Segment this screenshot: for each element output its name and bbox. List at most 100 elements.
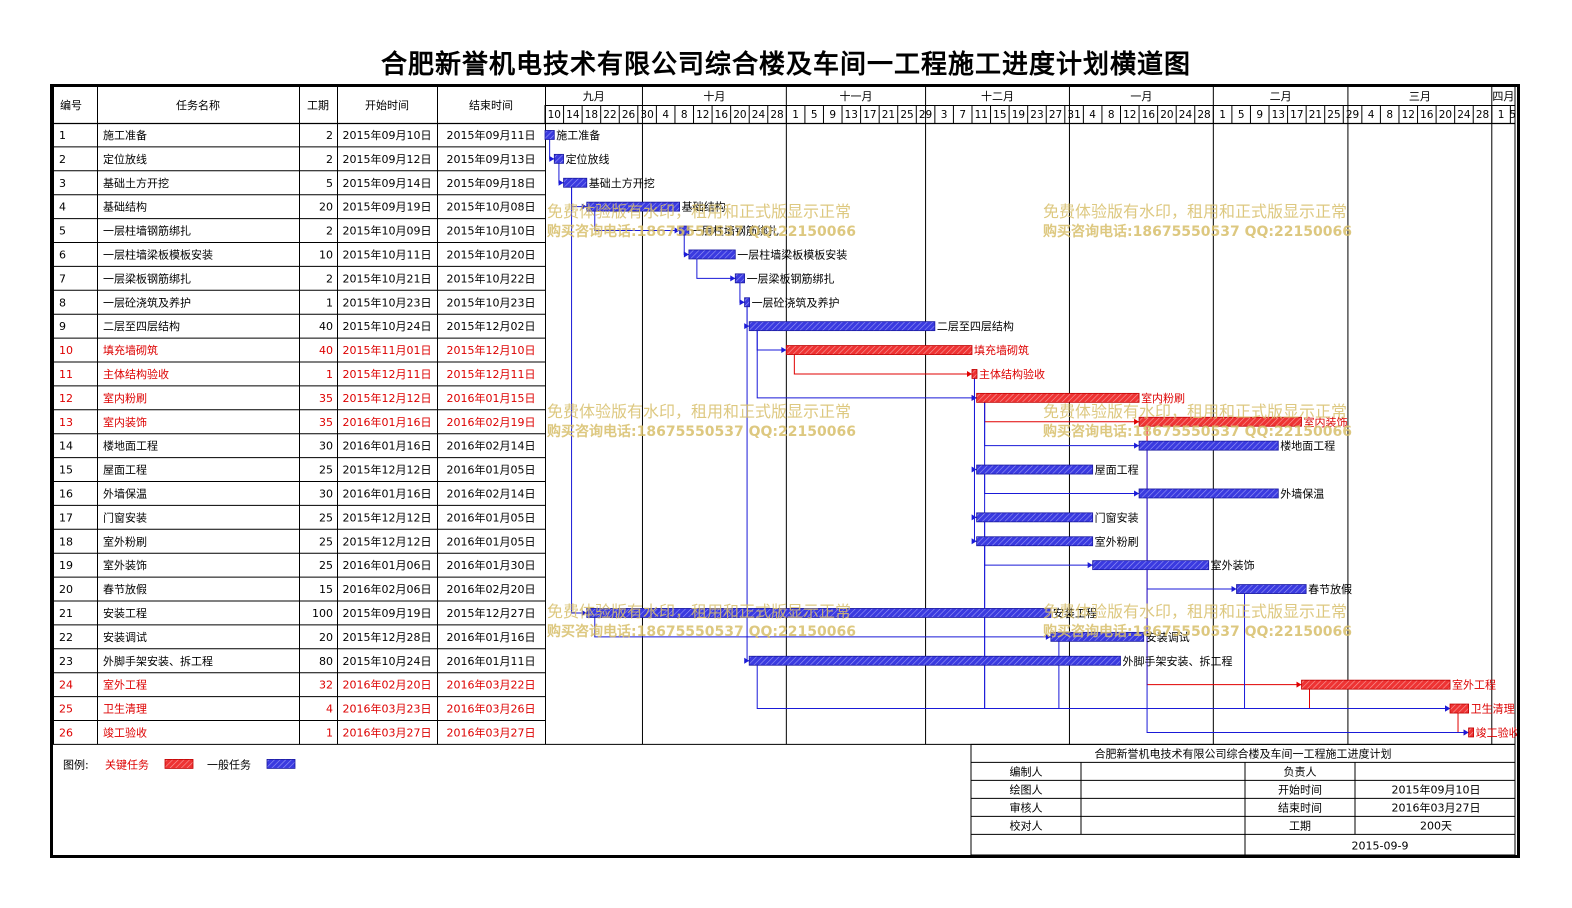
day-tick-label: 24 xyxy=(1179,109,1193,121)
day-tick-label: 11 xyxy=(975,109,988,121)
task-bar xyxy=(748,321,936,332)
day-tick-label: 15 xyxy=(993,109,1006,121)
task-bar-label: 外脚手架安装、拆工程 xyxy=(1123,654,1233,668)
day-tick-label: 16 xyxy=(1142,109,1156,121)
task-name: 春节放假 xyxy=(103,582,147,596)
task-name: 室外粉刷 xyxy=(103,534,147,548)
task-duration: 25 xyxy=(319,535,333,548)
header-start: 开始时间 xyxy=(365,98,409,112)
month-label: 十一月 xyxy=(839,89,872,103)
task-bar-label: 室内粉刷 xyxy=(1141,391,1185,405)
task-bar-label: 填充墙砌筑 xyxy=(974,343,1029,357)
task-bar-label: 外墙保温 xyxy=(1280,486,1324,500)
task-name: 室外工程 xyxy=(103,678,147,692)
task-id: 18 xyxy=(59,535,73,548)
watermark-line: 免费体验版有水印，租用和正式版显示正常 xyxy=(1043,202,1347,221)
day-tick-label: 10 xyxy=(548,109,561,121)
task-id: 8 xyxy=(59,296,66,309)
month-label: 十二月 xyxy=(981,89,1014,103)
task-bar-label: 一层梁板钢筋绑扎 xyxy=(747,271,835,285)
info-label-left: 审核人 xyxy=(1010,800,1043,814)
dependency-arrow xyxy=(549,155,555,162)
dependency-arrow xyxy=(966,370,972,377)
day-tick-label: 16 xyxy=(715,109,729,121)
watermark-line: 购买咨询电话:18675550537 QQ:22150066 xyxy=(547,223,856,240)
task-id: 5 xyxy=(59,225,66,238)
dependency-arrow xyxy=(1134,490,1140,497)
task-bar-label: 一层砼浇筑及养护 xyxy=(752,295,840,309)
task-bar-label: 安装工程 xyxy=(1053,606,1097,620)
dependency-arrow xyxy=(1087,562,1093,569)
dependency-arrow xyxy=(1463,729,1469,736)
task-end: 2016年03月22日 xyxy=(447,678,536,692)
task-id: 20 xyxy=(59,583,73,596)
task-end: 2016年01月11日 xyxy=(447,654,536,668)
task-duration: 25 xyxy=(319,559,333,572)
task-bar-label: 室内装饰 xyxy=(1304,415,1348,429)
task-end: 2015年10月20日 xyxy=(447,247,536,261)
task-duration: 40 xyxy=(319,344,333,357)
dependency-link xyxy=(594,211,680,232)
task-bar xyxy=(976,392,1140,403)
task-start: 2015年10月24日 xyxy=(343,654,432,668)
day-tick-label: 8 xyxy=(1108,109,1115,121)
info-value-right: 2015年09月10日 xyxy=(1392,782,1481,796)
dependency-link xyxy=(1309,689,1451,710)
dependency-link xyxy=(756,330,977,399)
task-name: 室内粉刷 xyxy=(103,391,147,405)
task-id: 25 xyxy=(59,703,73,716)
dependency-arrow xyxy=(581,609,587,616)
dependency-link xyxy=(571,187,587,614)
task-id: 21 xyxy=(59,607,73,620)
task-bar-label: 二层至四层结构 xyxy=(937,319,1014,333)
day-tick-label: 29 xyxy=(919,109,932,121)
dependency-arrow xyxy=(581,203,587,210)
legend-layer: 图例:关键任务一般任务 xyxy=(63,757,296,771)
task-start: 2016年02月20日 xyxy=(343,678,432,692)
watermark-line: 购买咨询电话:18675550537 QQ:22150066 xyxy=(1043,423,1352,440)
task-end: 2016年01月05日 xyxy=(447,463,536,477)
task-end: 2016年03月27日 xyxy=(447,725,536,739)
day-tick-label: 31 xyxy=(1067,109,1080,121)
task-bar xyxy=(553,153,564,164)
day-tick-label: 23 xyxy=(1030,109,1043,121)
task-duration: 5 xyxy=(326,177,333,190)
info-label-right: 开始时间 xyxy=(1278,782,1322,796)
day-tick-label: 9 xyxy=(829,109,836,121)
task-id: 10 xyxy=(59,344,73,357)
task-bar xyxy=(1301,679,1451,690)
task-name: 定位放线 xyxy=(103,152,147,166)
info-label-left: 绘图人 xyxy=(1010,782,1043,796)
task-name: 一层柱墙钢筋绑扎 xyxy=(103,224,191,238)
month-label: 二月 xyxy=(1270,90,1292,103)
task-name: 室外装饰 xyxy=(103,558,147,572)
info-label-right: 负责人 xyxy=(1284,764,1317,778)
dependency-link xyxy=(1058,641,1451,710)
dependency-links-layer xyxy=(549,139,1469,736)
dependency-link xyxy=(984,545,1093,566)
task-bar xyxy=(1138,440,1279,451)
task-start: 2015年12月12日 xyxy=(343,510,432,524)
task-id: 17 xyxy=(59,511,73,524)
task-name: 楼地面工程 xyxy=(103,439,158,453)
day-tick-label: 20 xyxy=(1439,109,1452,121)
task-id: 24 xyxy=(59,679,73,692)
month-label: 三月 xyxy=(1409,90,1431,103)
task-end: 2016年01月05日 xyxy=(447,534,536,548)
task-name: 一层柱墙梁板模板安装 xyxy=(103,247,213,261)
task-id: 9 xyxy=(59,320,66,333)
day-tick-label: 4 xyxy=(1089,109,1096,121)
task-bar-label: 室外工程 xyxy=(1452,678,1496,692)
task-name: 门窗安装 xyxy=(103,510,147,524)
day-tick-label: 5 xyxy=(811,109,818,121)
task-end: 2015年09月11日 xyxy=(447,128,536,142)
dependency-arrow xyxy=(1045,633,1051,640)
dependency-arrow xyxy=(1134,418,1140,425)
dependency-arrow xyxy=(739,299,745,306)
dependency-link xyxy=(793,354,972,375)
info-block-layer: 合肥新誉机电技术有限公司综合楼及车间一工程施工进度计划编制人负责人绘图人开始时间… xyxy=(970,743,1516,855)
task-bar-label: 基础土方开挖 xyxy=(589,176,655,190)
day-tick-label: 12 xyxy=(696,109,709,121)
